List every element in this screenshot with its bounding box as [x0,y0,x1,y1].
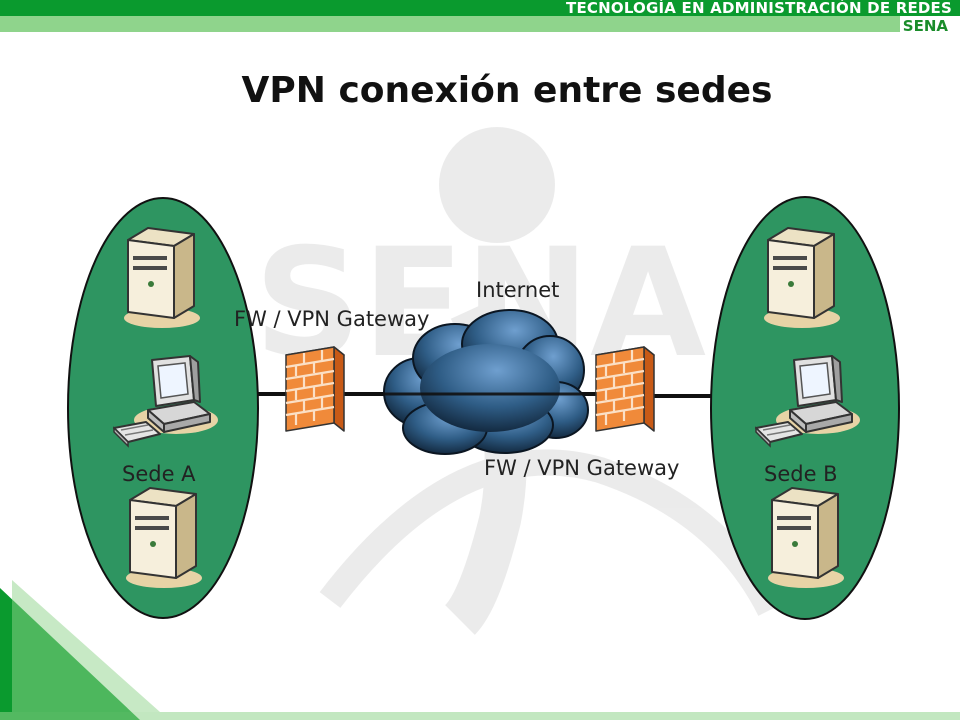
gateway-a-label: FW / VPN Gateway [234,307,430,331]
server-icon [767,487,845,589]
header-sub-bar [0,16,900,32]
server-icon [763,227,841,329]
internet-cloud-icon [383,309,589,455]
internet-label: Internet [476,278,560,302]
gateway-b-label: FW / VPN Gateway [484,456,680,480]
server-icon [125,487,203,589]
firewall-icon [594,345,656,433]
header-bar [0,0,960,16]
header-program-title: TECNOLOGÍA EN ADMINISTRACIÓN DE REDES [566,0,952,17]
site-b-label: Sede B [764,462,838,486]
corner-triangle-shade [12,580,160,712]
firewall-icon [284,345,346,433]
header-institution: SENA [902,17,948,35]
bottom-bar [0,712,960,720]
site-a-label: Sede A [122,462,196,486]
server-icon [123,227,201,329]
slide-title: VPN conexión entre sedes [241,70,773,111]
